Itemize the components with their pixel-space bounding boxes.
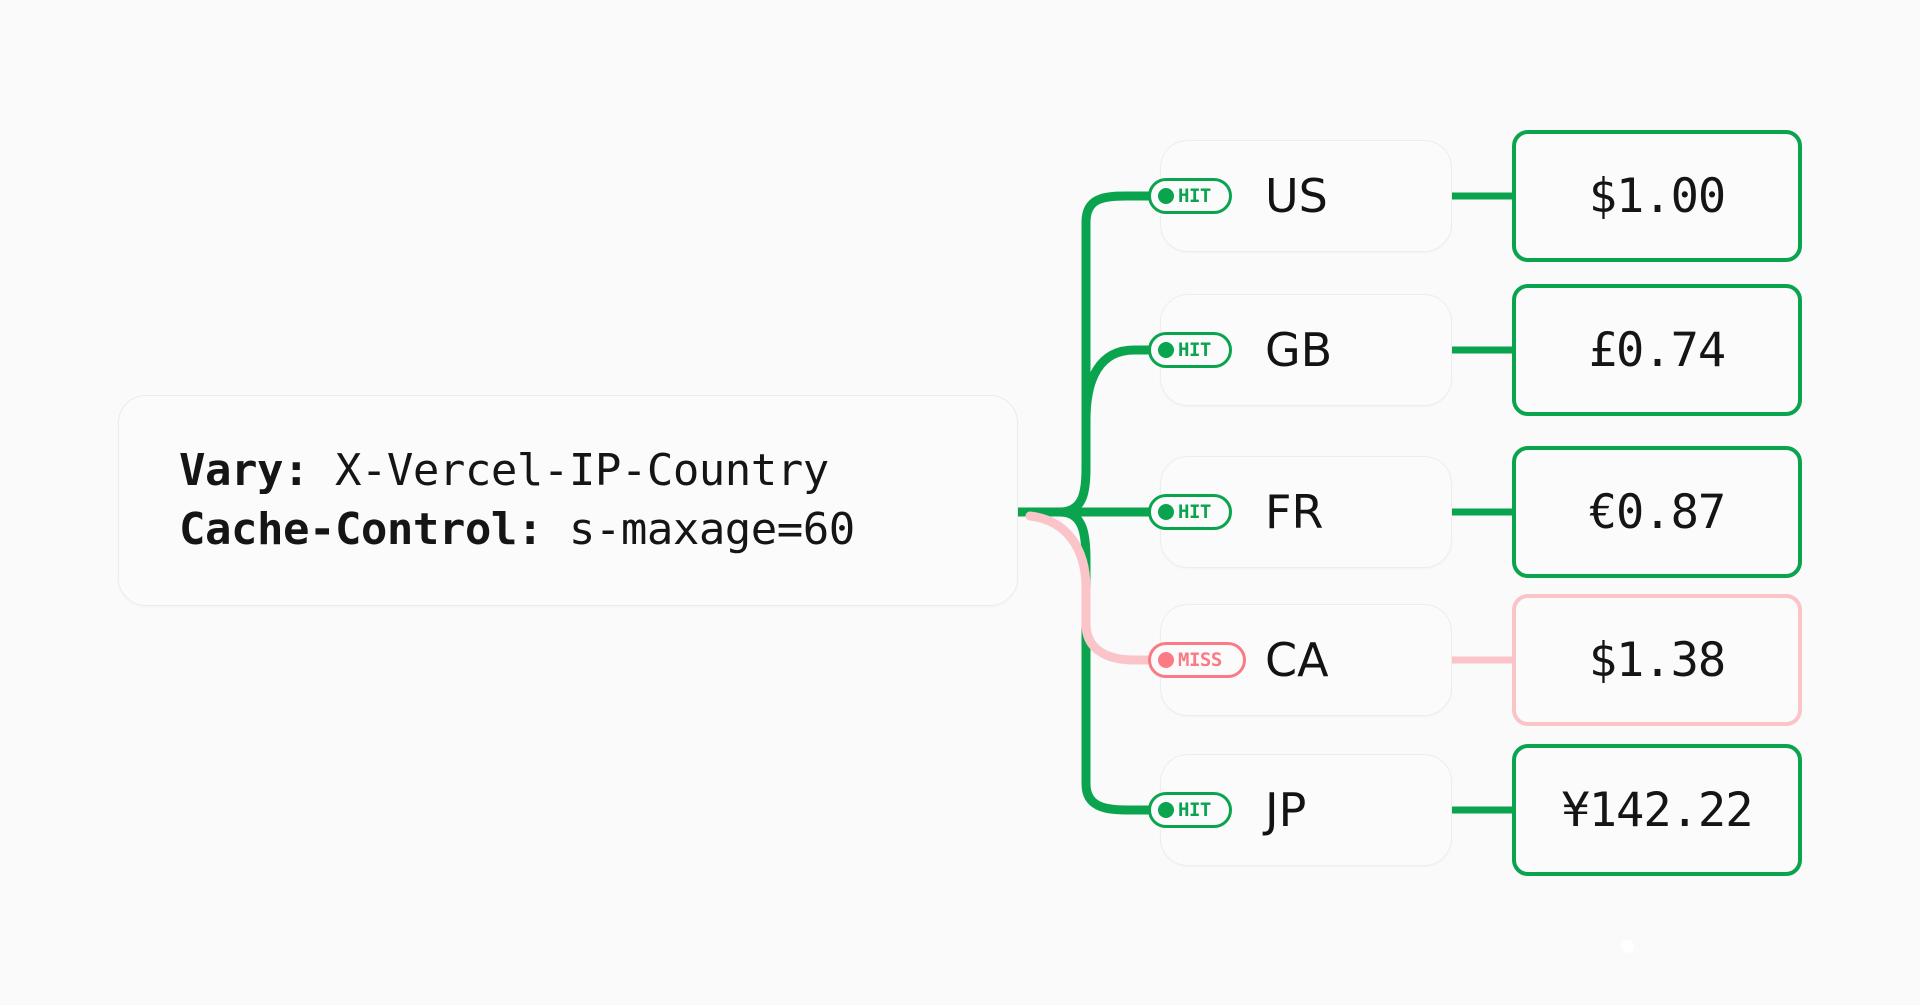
country-label: GB (1265, 323, 1333, 377)
cache-status-label: HIT (1178, 798, 1211, 821)
price-value: £0.74 (1588, 322, 1726, 378)
price-box-gb: £0.74 (1512, 284, 1802, 416)
price-value: $1.38 (1588, 632, 1726, 688)
cache-status-badge-fr[interactable]: HIT (1148, 494, 1232, 530)
price-box-us: $1.00 (1512, 130, 1802, 262)
price-value: ¥142.22 (1561, 782, 1753, 838)
status-dot-icon (1158, 652, 1174, 668)
cache-status-badge-gb[interactable]: HIT (1148, 332, 1232, 368)
cache-status-label: MISS (1178, 648, 1222, 671)
country-label: US (1265, 169, 1328, 223)
status-dot-icon (1158, 188, 1174, 204)
status-dot-icon (1158, 342, 1174, 358)
country-label: JP (1265, 783, 1307, 837)
cache-status-badge-ca[interactable]: MISS (1148, 642, 1246, 678)
cache-status-badge-us[interactable]: HIT (1148, 178, 1232, 214)
cache-status-badge-jp[interactable]: HIT (1148, 792, 1232, 828)
price-value: $1.00 (1588, 168, 1726, 224)
country-label: FR (1265, 485, 1324, 539)
cache-status-label: HIT (1178, 500, 1211, 523)
cache-status-label: HIT (1178, 338, 1211, 361)
price-box-jp: ¥142.22 (1512, 744, 1802, 876)
status-dot-icon (1158, 504, 1174, 520)
price-box-ca: $1.38 (1512, 594, 1802, 726)
vary-header-value: X-Vercel-IP-Country (308, 444, 829, 496)
price-box-fr: €0.87 (1512, 446, 1802, 578)
cache-control-header-line: Cache-Control: s-maxage=60 (179, 501, 855, 560)
country-card-us[interactable]: US (1160, 140, 1452, 252)
vary-header-line: Vary: X-Vercel-IP-Country (179, 442, 829, 501)
response-headers-box: Vary: X-Vercel-IP-Country Cache-Control:… (118, 395, 1018, 606)
decorative-speck (1621, 940, 1634, 953)
cache-control-header-value: s-maxage=60 (542, 503, 855, 555)
cache-control-header-key: Cache-Control: (179, 503, 543, 555)
status-dot-icon (1158, 802, 1174, 818)
country-label: CA (1265, 633, 1329, 687)
price-value: €0.87 (1588, 484, 1726, 540)
vary-header-key: Vary: (179, 444, 309, 496)
cache-status-label: HIT (1178, 184, 1211, 207)
